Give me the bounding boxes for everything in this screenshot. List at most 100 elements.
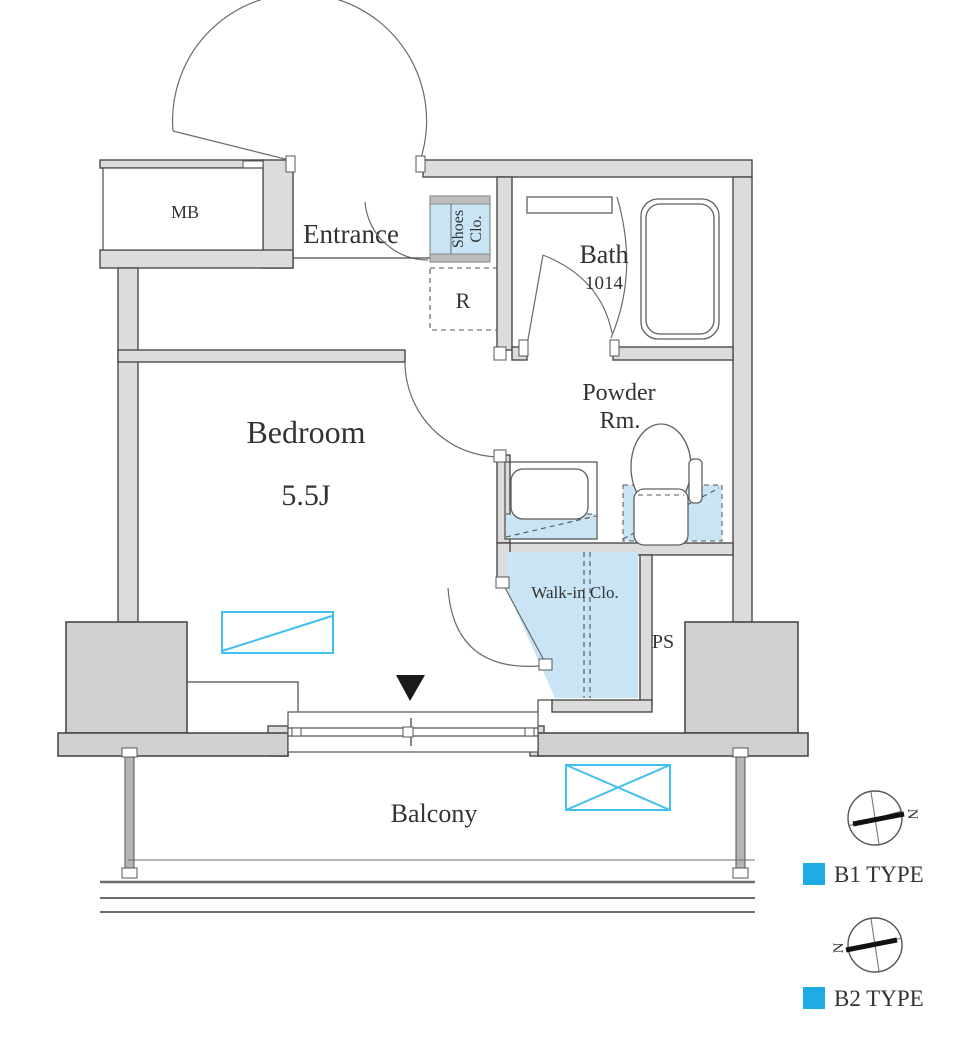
balcony-x-rect bbox=[565, 764, 671, 811]
right-pillar-block bbox=[684, 621, 799, 734]
sink-counter bbox=[504, 461, 598, 540]
powder-label-line2: Rm. bbox=[600, 408, 641, 434]
front-door-leaf bbox=[172, 130, 294, 162]
bath-bottom-wall-right bbox=[612, 346, 734, 361]
bath-door-jamb-right bbox=[609, 339, 620, 357]
balcony-post-left-bar bbox=[124, 749, 135, 877]
mb-label: MB bbox=[171, 202, 199, 222]
refrigerator-box bbox=[429, 267, 498, 331]
sink-highlight-diagonal bbox=[505, 515, 597, 538]
sink-basin bbox=[510, 468, 589, 520]
entrance-bath-divider bbox=[496, 176, 513, 351]
refrigerator-space: R bbox=[429, 267, 498, 331]
mb-room: MB bbox=[102, 167, 264, 251]
powder-label-line1: Powder bbox=[582, 380, 655, 406]
toilet-tank bbox=[633, 488, 689, 546]
legend-b2-swatch bbox=[803, 987, 825, 1009]
shoes-closet: Shoes Clo. bbox=[429, 195, 491, 263]
counter-symbol bbox=[221, 611, 334, 654]
bedroom-corner-boundary-right bbox=[537, 699, 552, 712]
counter-symbol-rect bbox=[221, 611, 334, 654]
balcony-x-symbol bbox=[565, 764, 671, 811]
top-wall-mb bbox=[99, 159, 264, 169]
window-latch-center bbox=[402, 726, 414, 738]
sliding-window bbox=[287, 711, 539, 753]
ps-label: PS bbox=[652, 631, 674, 653]
bathtub-inner bbox=[645, 203, 715, 335]
wic-right-wall bbox=[639, 554, 653, 706]
walkin-door-jamb-top bbox=[495, 576, 510, 589]
bedroom-label: Bedroom bbox=[246, 414, 365, 450]
left-pillar-block bbox=[65, 621, 188, 734]
powder-room: Powder Rm. bbox=[404, 346, 723, 546]
bath-room: Bath 1014 bbox=[518, 196, 720, 357]
left-pillar bbox=[57, 621, 289, 757]
toilet bbox=[622, 423, 723, 546]
bedroom-corner-boundary-left bbox=[187, 681, 299, 712]
bedroom-size-label: 5.5J bbox=[281, 479, 331, 512]
walkin-door-jamb-bottom bbox=[538, 658, 553, 671]
toilet-handle bbox=[688, 458, 703, 504]
sink bbox=[504, 461, 598, 540]
compass-b1-north-letter: N bbox=[904, 809, 920, 820]
legend-b1-swatch bbox=[803, 863, 825, 885]
entrance-inner-arc bbox=[364, 201, 429, 261]
balcony-railing bbox=[100, 859, 755, 913]
bath-size-label: 1014 bbox=[585, 273, 624, 294]
left-pillar-band bbox=[57, 732, 289, 757]
left-wall bbox=[117, 267, 139, 623]
shoes-closet-top-shelf bbox=[429, 195, 491, 205]
top-wall-right bbox=[422, 159, 753, 178]
counter-symbol-diagonal bbox=[221, 615, 333, 652]
compass-b2-north-letter: N bbox=[831, 942, 847, 953]
bath-label: Bath bbox=[579, 240, 628, 269]
entrance-area: Entrance bbox=[293, 201, 430, 261]
mb-outline bbox=[102, 167, 264, 251]
window-latch-left bbox=[291, 727, 302, 737]
balcony-post-right-bar bbox=[735, 749, 746, 877]
refrigerator-label: R bbox=[456, 288, 471, 313]
balcony-post-right bbox=[732, 747, 749, 879]
legend-b2-label: B2 TYPE bbox=[834, 986, 924, 1011]
balcony-post-left-cap-bottom bbox=[121, 867, 138, 879]
shoes-closet-bottom-shelf bbox=[429, 253, 491, 263]
compass-b2: N bbox=[831, 917, 903, 973]
compass-b1-needle bbox=[852, 811, 905, 827]
walkin-closet: Walk-in Clo. bbox=[447, 552, 638, 698]
bath-counter bbox=[526, 196, 613, 214]
bath-door-leaf bbox=[526, 254, 544, 346]
direction-triangle bbox=[396, 675, 425, 701]
bedroom-top-wall bbox=[117, 349, 406, 363]
balcony-x-diag2 bbox=[565, 764, 671, 811]
compass-b2-needle bbox=[845, 937, 898, 953]
balcony-post-right-cap-bottom bbox=[732, 867, 749, 879]
front-door-jamb-left bbox=[285, 155, 296, 173]
legend-b1-label: B1 TYPE bbox=[834, 862, 924, 887]
front-door-jamb-right bbox=[415, 155, 426, 173]
balcony: Balcony bbox=[100, 747, 755, 913]
bedroom: Bedroom 5.5J bbox=[221, 414, 425, 701]
balcony-post-left bbox=[121, 747, 138, 879]
right-wall bbox=[732, 176, 753, 623]
walls bbox=[99, 159, 753, 757]
compass-b1: N bbox=[847, 790, 920, 846]
right-pillar-band bbox=[537, 732, 809, 757]
balcony-post-left-cap-top bbox=[121, 747, 138, 758]
powder-door-jamb-top bbox=[493, 346, 507, 361]
wall-below-mb bbox=[99, 249, 294, 269]
entrance-label: Entrance bbox=[303, 219, 399, 249]
bath-door-jamb-left bbox=[518, 339, 529, 357]
wic-bottom-wall bbox=[551, 699, 653, 713]
right-pillar bbox=[537, 621, 809, 757]
front-door bbox=[171, 0, 428, 173]
front-door-arc bbox=[171, 0, 428, 162]
bath-door-arc bbox=[542, 254, 613, 334]
balcony-post-right-cap-top bbox=[732, 747, 749, 758]
legend-b1: B1 TYPE bbox=[803, 862, 924, 887]
walkin-label: Walk-in Clo. bbox=[531, 583, 618, 602]
walkin-door-leaf bbox=[502, 583, 547, 665]
powder-door-arc bbox=[404, 361, 501, 458]
legend-b2: B2 TYPE bbox=[803, 986, 924, 1011]
